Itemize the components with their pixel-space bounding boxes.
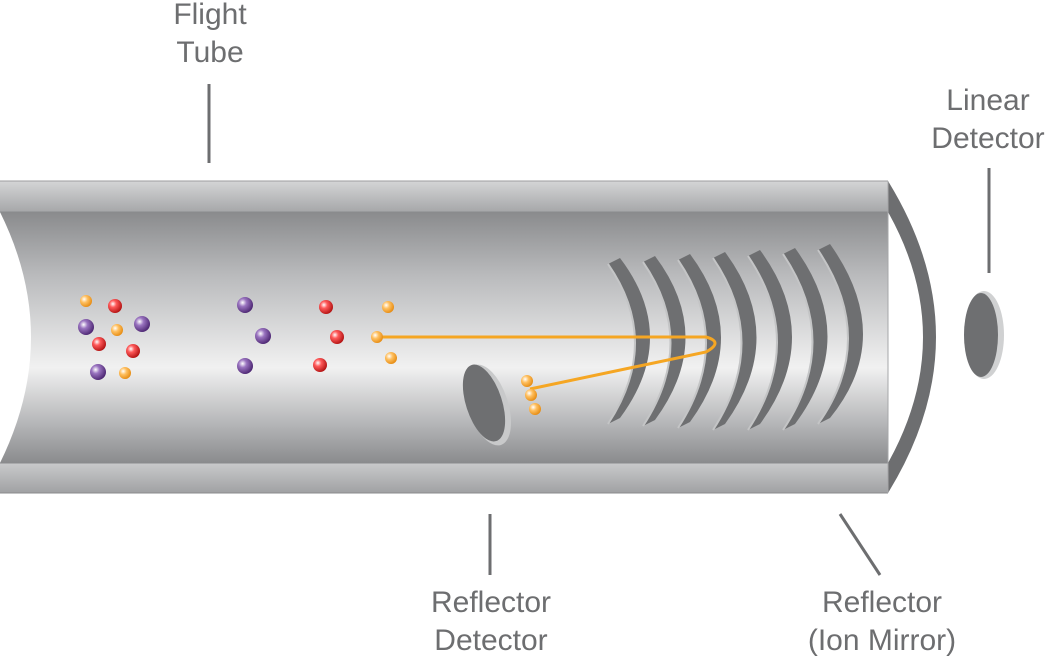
linear-detector-label: Linear Detector xyxy=(917,82,1052,158)
ion-cluster-source xyxy=(78,295,150,380)
reflector-ion-mirror-label: Reflector (Ion Mirror) xyxy=(790,584,974,660)
linear-detector-label-line1: Linear xyxy=(946,84,1030,117)
reflector-detector-label-line2: Detector xyxy=(434,624,548,657)
reflector-detector-label: Reflector Detector xyxy=(410,584,572,660)
reflector-leader-line xyxy=(838,513,882,576)
ion-group-red xyxy=(313,300,344,372)
linear-detector xyxy=(964,291,1004,379)
reflector-detector xyxy=(462,364,512,446)
ion-group-orange xyxy=(371,301,397,364)
ion-group-reflected xyxy=(521,375,541,415)
ion-flight-path xyxy=(377,335,717,391)
reflector-ion-mirror-label-line1: Reflector xyxy=(821,586,943,619)
ion-group-purple xyxy=(237,297,271,374)
flight-tube-label-line1: Flight xyxy=(173,0,247,31)
tube-end-cap xyxy=(888,181,936,493)
flight-tube-label: Flight Tube xyxy=(150,0,270,72)
reflector-ion-mirror-label-line2: (Ion Mirror) xyxy=(807,624,957,657)
reflector-ion-mirror xyxy=(607,244,863,431)
reflector-detector-label-line1: Reflector xyxy=(430,586,552,619)
tube-top-wall xyxy=(0,181,888,212)
tube-bottom-wall xyxy=(0,463,888,493)
flight-tube-label-line2: Tube xyxy=(176,36,244,69)
tube-open-end xyxy=(0,212,31,463)
linear-detector-label-line2: Detector xyxy=(931,122,1045,155)
